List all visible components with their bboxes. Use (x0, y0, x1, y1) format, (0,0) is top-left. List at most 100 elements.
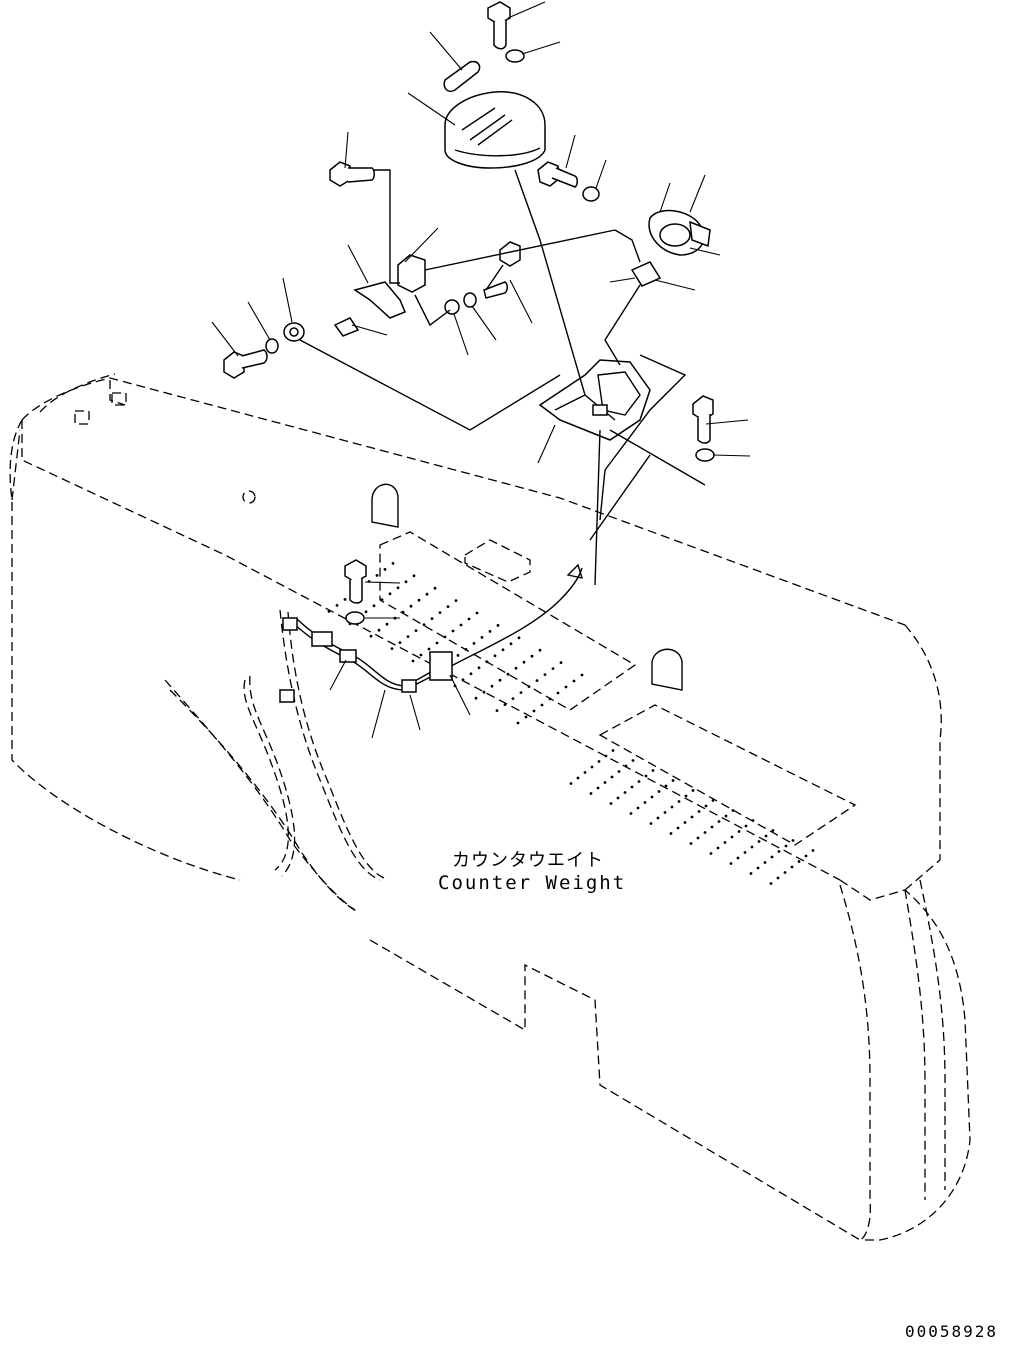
pad-dot (548, 697, 552, 701)
pad-dot (343, 598, 347, 601)
pad-dot (776, 876, 780, 880)
pad-dot (380, 598, 384, 602)
pad-dot (506, 672, 510, 676)
pad-dot (630, 785, 634, 789)
pad-dot (744, 824, 748, 828)
bolt-left-upper (329, 161, 375, 187)
mounting-pads (371, 483, 857, 846)
component-label-english: Counter Weight (438, 872, 627, 894)
pad-dot (474, 696, 478, 700)
component-label-japanese: カウンタウエイト (452, 850, 604, 871)
pad-dot (482, 690, 486, 694)
washer-counterweight (345, 611, 365, 625)
pad-dot (580, 673, 584, 677)
pad-dot (791, 839, 795, 842)
pad-dot (683, 821, 687, 824)
pad-dot (717, 820, 721, 823)
pad-dot (677, 800, 681, 803)
pad-dot (398, 641, 402, 644)
pad-dot (609, 802, 613, 805)
pad-dot (751, 819, 755, 822)
pad-dot (383, 568, 387, 571)
pad-dot (522, 660, 526, 664)
pad-dot (589, 792, 593, 795)
washer-top (505, 49, 525, 63)
pad-dot (538, 648, 542, 652)
pad-dot (375, 574, 379, 577)
pad-dot (770, 855, 774, 859)
pad-dot (596, 786, 600, 790)
pad-dot (769, 882, 773, 885)
pad-dot (377, 628, 381, 632)
pad-dot (433, 586, 437, 590)
pad-dot (811, 849, 815, 852)
leader-lines (211, 1, 751, 739)
pad-dot (723, 841, 727, 844)
pad-dot (644, 774, 648, 778)
pad-dot-pattern (327, 562, 815, 885)
pad-dot (703, 831, 707, 834)
pad-dot (509, 642, 513, 646)
pad-dot (684, 794, 688, 798)
pad-dot (757, 840, 761, 843)
pad-dot (629, 812, 633, 815)
bolt-left-lower (223, 349, 268, 379)
pad-dot (643, 801, 647, 804)
bolt-counterweight (344, 559, 367, 604)
pad-dot (480, 636, 484, 639)
connector-small (630, 261, 662, 287)
pad-dot (464, 648, 468, 651)
pad-dot (412, 574, 416, 578)
pad-dot (656, 816, 660, 820)
pad-dot (472, 642, 476, 645)
pad-dot (454, 599, 458, 602)
pad-dot (404, 580, 408, 584)
pad-dot (498, 678, 502, 682)
pad-dot (729, 862, 733, 865)
pad-dot (535, 679, 539, 682)
washer-right (582, 186, 600, 202)
pad-dot (572, 679, 576, 683)
pad-dot (469, 672, 473, 676)
pad-dot (409, 604, 413, 608)
pad-dot (501, 648, 505, 652)
pad-dot (597, 760, 601, 763)
pad-dot (764, 834, 768, 838)
pad-dot (709, 852, 713, 855)
pad-dot (611, 749, 615, 752)
pad-dot (517, 636, 521, 640)
bolt-middle (483, 241, 521, 299)
pad-dot (456, 654, 460, 657)
pad-dot (631, 759, 635, 762)
pad-dot (743, 851, 747, 854)
pad-dot (401, 610, 405, 614)
pad-dot (804, 854, 808, 858)
pad-dot (446, 605, 450, 608)
pad-dot (763, 861, 767, 864)
pad-dot (388, 592, 392, 596)
pad-dot (396, 586, 400, 590)
pad-dot (477, 666, 481, 670)
pad-dot (543, 673, 547, 676)
bolt-right (537, 161, 578, 188)
counterweight-outline (9, 373, 971, 1241)
pad-dot (527, 685, 531, 688)
pad-dot (689, 842, 693, 845)
drawing-number: 00058928 (905, 1322, 999, 1341)
pad-dot (696, 836, 700, 840)
pad-dot (540, 703, 544, 707)
pad-dot (777, 850, 781, 853)
pad-dot (616, 796, 620, 800)
horn-unit (648, 209, 711, 256)
pad-dot (430, 617, 434, 620)
pad-dot (690, 815, 694, 819)
pad-dot (422, 623, 426, 626)
pad-dot (730, 835, 734, 839)
pad-dot (711, 799, 715, 802)
pad-dot (797, 860, 801, 863)
pad-dot (417, 598, 421, 602)
pad-dot (603, 781, 607, 784)
pad-dot (493, 654, 497, 658)
washer-far-right (695, 448, 715, 462)
